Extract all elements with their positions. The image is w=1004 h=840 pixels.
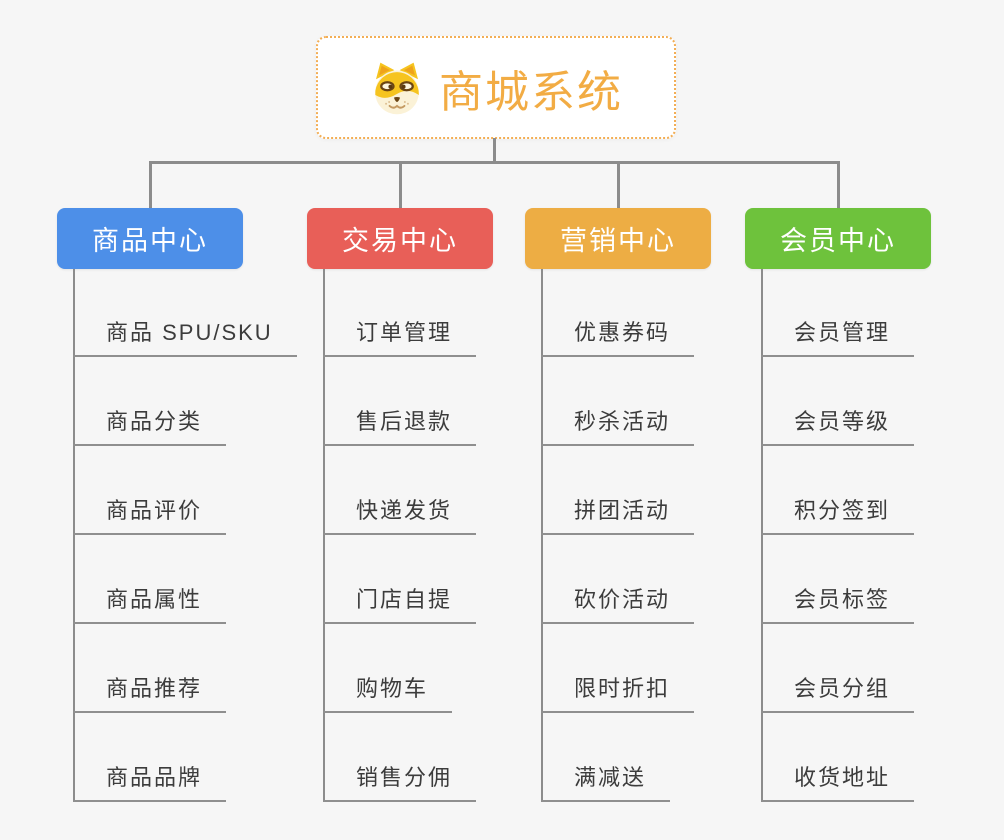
root-title: 商城系统 <box>439 67 623 117</box>
branch-header-2[interactable]: 营销中心 <box>525 208 711 269</box>
topic-node[interactable]: 购物车 <box>323 673 453 713</box>
branch-drop-line <box>398 161 402 208</box>
topic-node[interactable]: 会员管理 <box>761 317 915 357</box>
topic-node[interactable]: 会员标签 <box>761 584 915 624</box>
topic-node[interactable]: 订单管理 <box>323 317 477 357</box>
branch-spine-line <box>73 269 75 801</box>
branch-label: 营销中心 <box>560 226 676 256</box>
topic-node[interactable]: 商品评价 <box>73 495 227 535</box>
topic-node[interactable]: 会员等级 <box>761 406 915 446</box>
topic-node[interactable]: 收货地址 <box>761 762 915 802</box>
branch-drop-line <box>616 161 620 208</box>
branch-spine-line <box>541 269 543 801</box>
topic-node[interactable]: 优惠券码 <box>541 317 695 357</box>
branch-spine-line <box>323 269 325 801</box>
topic-node[interactable]: 门店自提 <box>323 584 477 624</box>
branch-label: 会员中心 <box>780 226 896 256</box>
topic-node[interactable]: 商品 SPU/SKU <box>73 317 297 357</box>
topic-node[interactable]: 商品属性 <box>73 584 227 624</box>
topic-node[interactable]: 拼团活动 <box>541 495 695 535</box>
doge-icon <box>369 60 425 116</box>
topic-node[interactable]: 售后退款 <box>323 406 477 446</box>
branch-label: 商品中心 <box>92 226 208 256</box>
branch-header-1[interactable]: 交易中心 <box>307 208 493 269</box>
topic-node[interactable]: 商品品牌 <box>73 762 227 802</box>
branch-drop-line <box>148 161 152 208</box>
topic-node[interactable]: 商品分类 <box>73 406 227 446</box>
root-node[interactable]: 商城系统 <box>316 36 676 139</box>
topic-node[interactable]: 砍价活动 <box>541 584 695 624</box>
topic-node[interactable]: 限时折扣 <box>541 673 695 713</box>
branch-spine-line <box>761 269 763 801</box>
root-stem-line <box>493 138 496 162</box>
topic-node[interactable]: 满减送 <box>541 762 671 802</box>
branch-label: 交易中心 <box>342 226 458 256</box>
topic-node[interactable]: 积分签到 <box>761 495 915 535</box>
topic-node[interactable]: 会员分组 <box>761 673 915 713</box>
branch-drop-line <box>836 161 840 208</box>
topic-node[interactable]: 商品推荐 <box>73 673 227 713</box>
branch-crossbar-line <box>149 161 839 164</box>
topic-node[interactable]: 快递发货 <box>323 495 477 535</box>
topic-node[interactable]: 秒杀活动 <box>541 406 695 446</box>
branch-header-0[interactable]: 商品中心 <box>57 208 243 269</box>
branch-header-3[interactable]: 会员中心 <box>745 208 931 269</box>
topic-node[interactable]: 销售分佣 <box>323 762 477 802</box>
